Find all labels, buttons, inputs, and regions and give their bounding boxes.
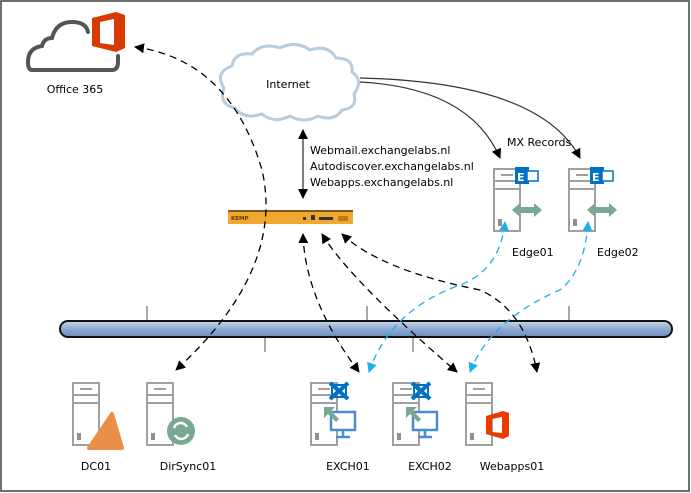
office365-label: Office 365: [47, 83, 104, 96]
office-logo-icon: [92, 12, 125, 52]
url-webapps: Webapps.exchangelabs.nl: [310, 176, 453, 189]
exchange-logo-icon: E: [590, 167, 614, 184]
webapps01-label: Webapps01: [480, 460, 544, 473]
domain-controller-icon: [87, 412, 124, 450]
dirsync01-label: DirSync01: [160, 460, 217, 473]
cloud-icon: [25, 19, 120, 72]
exch01-label: EXCH01: [326, 460, 370, 473]
dc01-node: DC01: [72, 382, 124, 473]
internet-label: Internet: [266, 78, 310, 91]
monitor-icon: [329, 410, 357, 439]
arrow-icon: [406, 407, 421, 422]
bidirectional-arrow-icon: [512, 203, 542, 217]
edge02-label: Edge02: [597, 246, 639, 259]
arrow-icon: [324, 407, 339, 422]
kemp-loadbalancer-node: KEMP: [228, 210, 353, 224]
exchange-logo-icon: [328, 381, 350, 401]
exch02-label: EXCH02: [408, 460, 452, 473]
svg-text:E: E: [517, 171, 525, 184]
svg-text:E: E: [592, 171, 600, 184]
load-balancer-appliance-icon: [228, 210, 353, 224]
kemp-exch01-link: [298, 233, 360, 373]
mx-link-edge01: [359, 81, 502, 159]
mx-link-edge02: [359, 77, 581, 159]
dirsync01-node: DirSync01: [146, 382, 217, 473]
cloud-icon: [218, 43, 360, 122]
monitor-icon: [411, 410, 439, 439]
sync-icon: [167, 417, 195, 445]
edge01-label: Edge01: [512, 246, 554, 259]
exchange-logo-icon: E: [515, 167, 539, 184]
url-webmail: Webmail.exchangelabs.nl: [310, 144, 450, 157]
edge02-node: E Edge02: [568, 167, 639, 259]
exchange-logo-icon: [410, 381, 432, 401]
bidirectional-arrow-icon: [587, 203, 617, 217]
internet-node: Internet: [218, 43, 360, 122]
exch02-node: EXCH02: [392, 381, 452, 473]
mx-records-label: MX Records: [507, 136, 572, 149]
url-autodiscover: Autodiscover.exchangelabs.nl: [310, 160, 474, 173]
office-logo-icon: [486, 411, 509, 439]
exch02-edge02-link: [468, 221, 593, 373]
office365-node: Office 365: [25, 12, 125, 96]
kemp-logo-label: KEMP: [231, 216, 249, 222]
webapps01-node: Webapps01: [465, 382, 544, 473]
exch01-node: EXCH01: [310, 381, 370, 473]
dc01-label: DC01: [81, 460, 111, 473]
